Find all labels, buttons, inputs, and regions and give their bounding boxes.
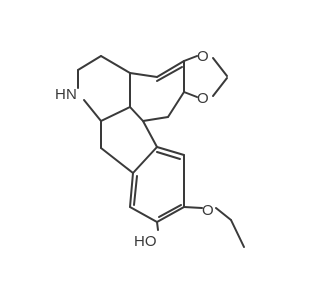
molecule-canvas: O O N H O HO [55, 48, 245, 250]
bond [156, 206, 185, 223]
bond [83, 99, 102, 122]
bond [183, 91, 198, 98]
bond [100, 55, 131, 74]
bond [129, 72, 158, 78]
bond [156, 146, 185, 156]
nitrogen-label: N [66, 86, 77, 103]
bond [156, 221, 159, 231]
methoxy-oxygen-label: O [202, 202, 214, 219]
bond [129, 206, 158, 223]
bond [100, 147, 134, 174]
bond [133, 175, 138, 206]
bond [132, 146, 158, 174]
bond [100, 106, 131, 122]
bond [129, 106, 144, 122]
hydrogen-label: H [55, 86, 66, 103]
bond [212, 77, 228, 97]
bond [156, 151, 181, 160]
oxygen-label-upper: O [197, 48, 209, 65]
bond [156, 66, 183, 82]
bonds [77, 55, 245, 248]
bond [156, 60, 185, 78]
bond [215, 207, 232, 221]
bond [167, 91, 185, 118]
bond [183, 206, 203, 209]
bond [212, 57, 228, 77]
bond [77, 55, 102, 71]
bond [158, 204, 182, 218]
hydroxyl-label: HO [134, 233, 157, 250]
bond [183, 55, 198, 62]
structure-drawing: O O N H O HO [55, 48, 245, 250]
bond [142, 120, 158, 148]
bond [230, 219, 245, 248]
atom-labels: O O N H O HO [55, 48, 214, 250]
oxygen-label-lower: O [197, 90, 209, 107]
bond [142, 116, 169, 122]
bond [129, 172, 134, 208]
